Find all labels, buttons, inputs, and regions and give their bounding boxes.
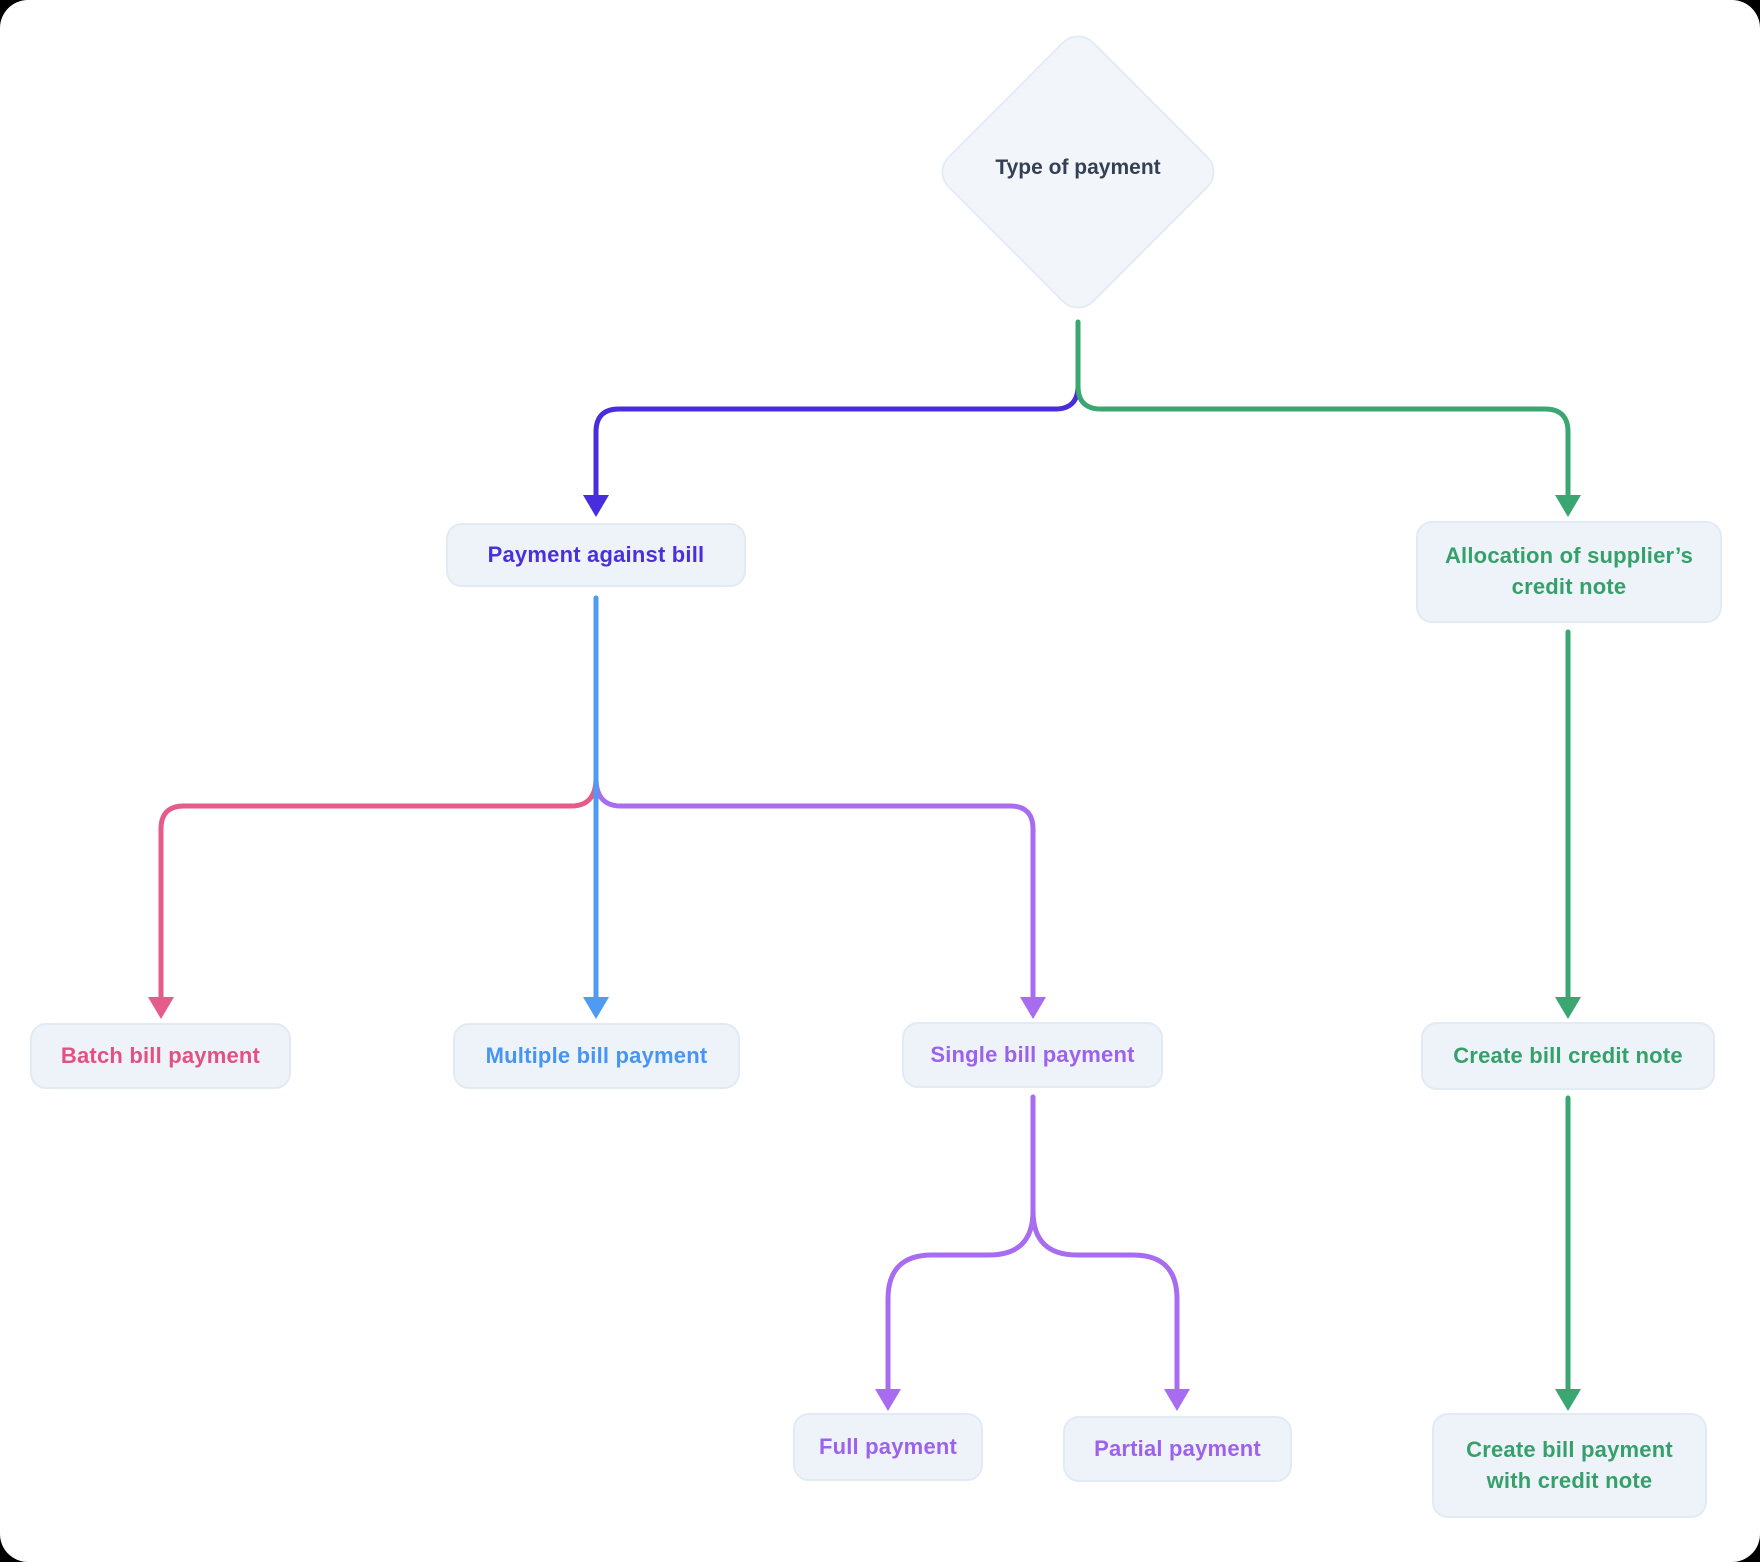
arrowhead-partial-payment <box>1164 1389 1190 1411</box>
arrowhead-create-credit-note <box>1555 997 1581 1019</box>
arrowhead-single <box>1020 997 1046 1019</box>
node-create-bill-payment-with-credit-note: Create bill payment with credit note <box>1432 1413 1707 1518</box>
arrowhead-payment-against-bill <box>583 495 609 517</box>
edge-payment-to-batch <box>158 775 599 1001</box>
arrowhead-multiple <box>583 997 609 1019</box>
arrowhead-full-payment <box>875 1389 901 1411</box>
node-full-payment: Full payment <box>793 1413 983 1481</box>
edge-single-to-full <box>885 1208 1036 1393</box>
node-single-bill-payment: Single bill payment <box>902 1022 1163 1088</box>
arrowhead-allocation <box>1555 495 1581 517</box>
edge-single-to-partial <box>1030 1208 1180 1393</box>
node-create-bill-credit-note: Create bill credit note <box>1421 1022 1715 1090</box>
arrowhead-payment-with-credit-note <box>1555 1389 1581 1411</box>
node-batch-bill-payment: Batch bill payment <box>30 1023 291 1089</box>
node-type-of-payment-label: Type of payment <box>995 156 1161 179</box>
node-payment-against-bill: Payment against bill <box>446 523 746 587</box>
node-allocation-of-suppliers-credit-note: Allocation of supplier’s credit note <box>1416 521 1722 623</box>
edge-type-to-payment-against-bill <box>593 383 1081 499</box>
arrowhead-batch <box>148 997 174 1019</box>
edge-type-to-allocation <box>1075 319 1571 499</box>
node-multiple-bill-payment: Multiple bill payment <box>453 1023 740 1089</box>
edge-payment-to-single <box>593 775 1036 1001</box>
node-partial-payment: Partial payment <box>1063 1416 1292 1482</box>
